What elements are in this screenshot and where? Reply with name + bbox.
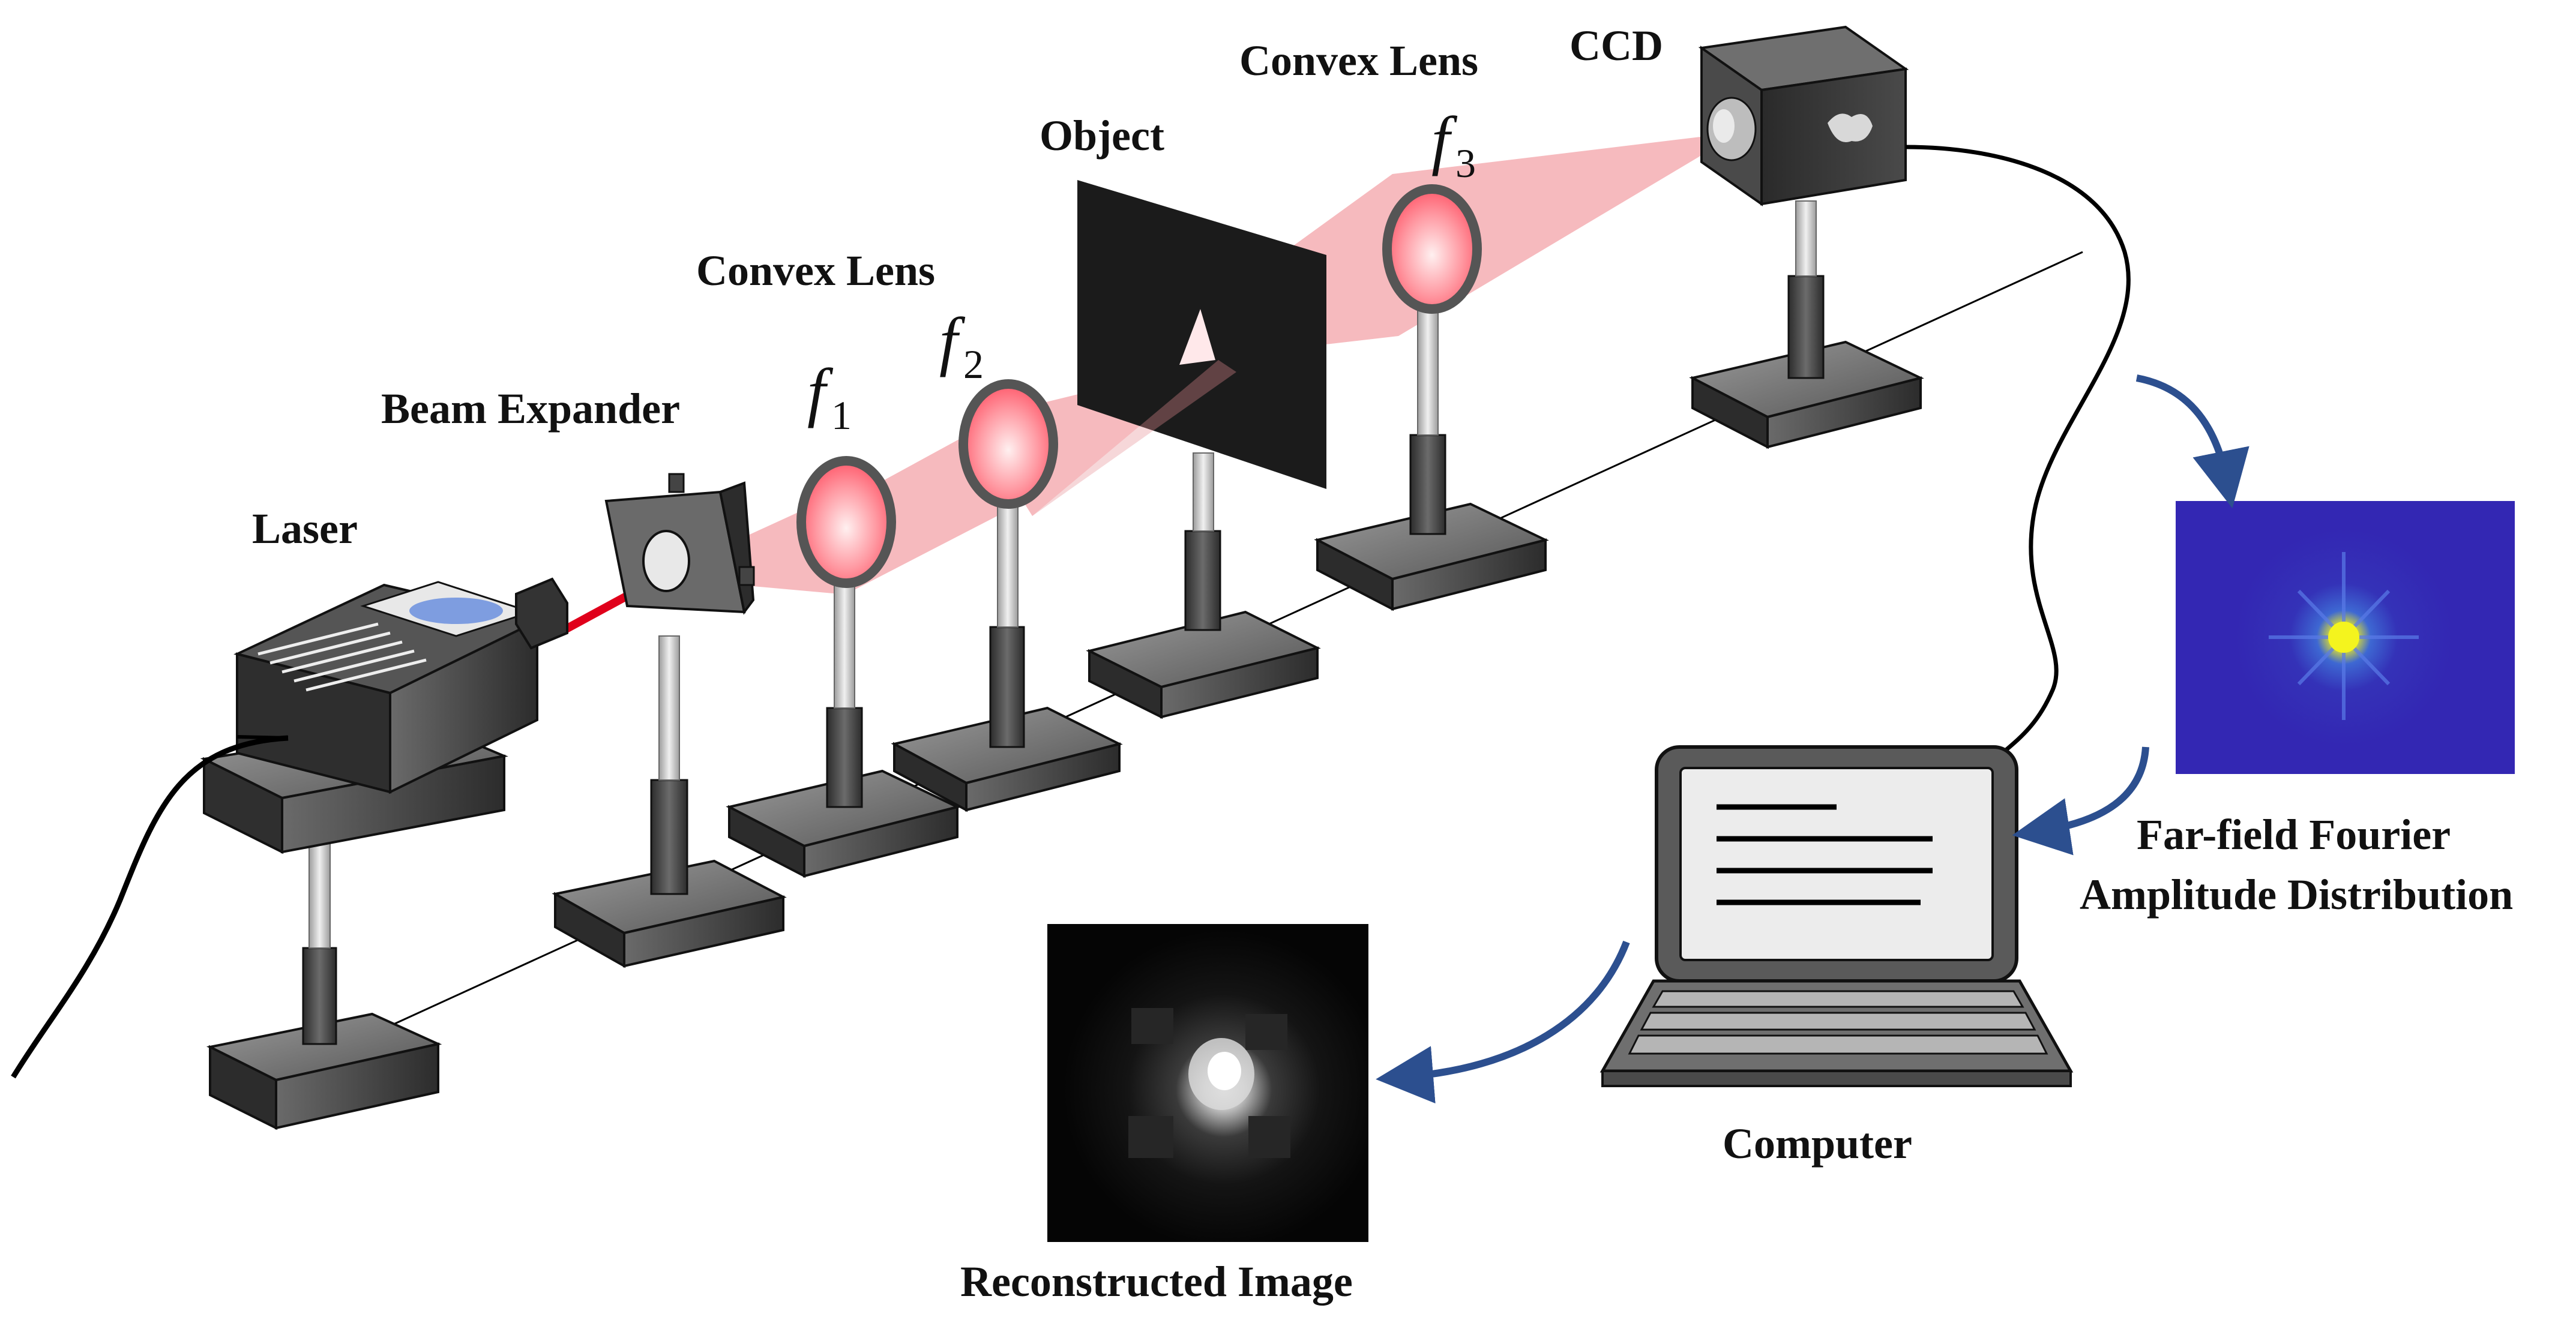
label-f2: f <box>939 304 966 377</box>
convex-lens-icon <box>891 379 1123 812</box>
laser-device-icon <box>11 577 568 1130</box>
label-reconstructed: Reconstructed Image <box>960 1258 1353 1306</box>
label-convex-lens-2: Convex Lens <box>1239 37 1478 85</box>
label-computer: Computer <box>1723 1120 1912 1168</box>
laptop-icon <box>1599 745 2074 1087</box>
arrow-ccd-to-fourier <box>2135 374 2249 509</box>
arrow-computer-to-reconstructed <box>1376 940 1630 1104</box>
label-f3: f <box>1431 103 1458 176</box>
label-ccd: CCD <box>1569 22 1663 70</box>
label-far-field-1: Far-field Fourier <box>2137 811 2451 859</box>
far-field-fourier-image <box>2176 501 2515 774</box>
ccd-camera-icon <box>1689 25 2131 764</box>
beam-expander-icon <box>552 473 787 968</box>
convex-lens-icon <box>1314 184 1549 611</box>
convex-lens-icon <box>726 456 961 878</box>
object-mask-icon <box>1032 180 1326 719</box>
label-far-field-2: Amplitude Distribution <box>2080 871 2513 919</box>
label-f1-sub: 1 <box>831 392 852 438</box>
label-beam-expander: Beam Expander <box>381 385 680 433</box>
reconstructed-image <box>1047 924 1368 1242</box>
label-f3-sub: 3 <box>1455 140 1476 186</box>
label-f1: f <box>807 355 834 428</box>
label-convex-lens-1: Convex Lens <box>696 247 935 295</box>
arrow-fourier-to-computer <box>2012 746 2149 856</box>
label-laser: Laser <box>252 505 358 553</box>
label-object: Object <box>1040 112 1164 160</box>
label-f2-sub: 2 <box>963 341 984 387</box>
